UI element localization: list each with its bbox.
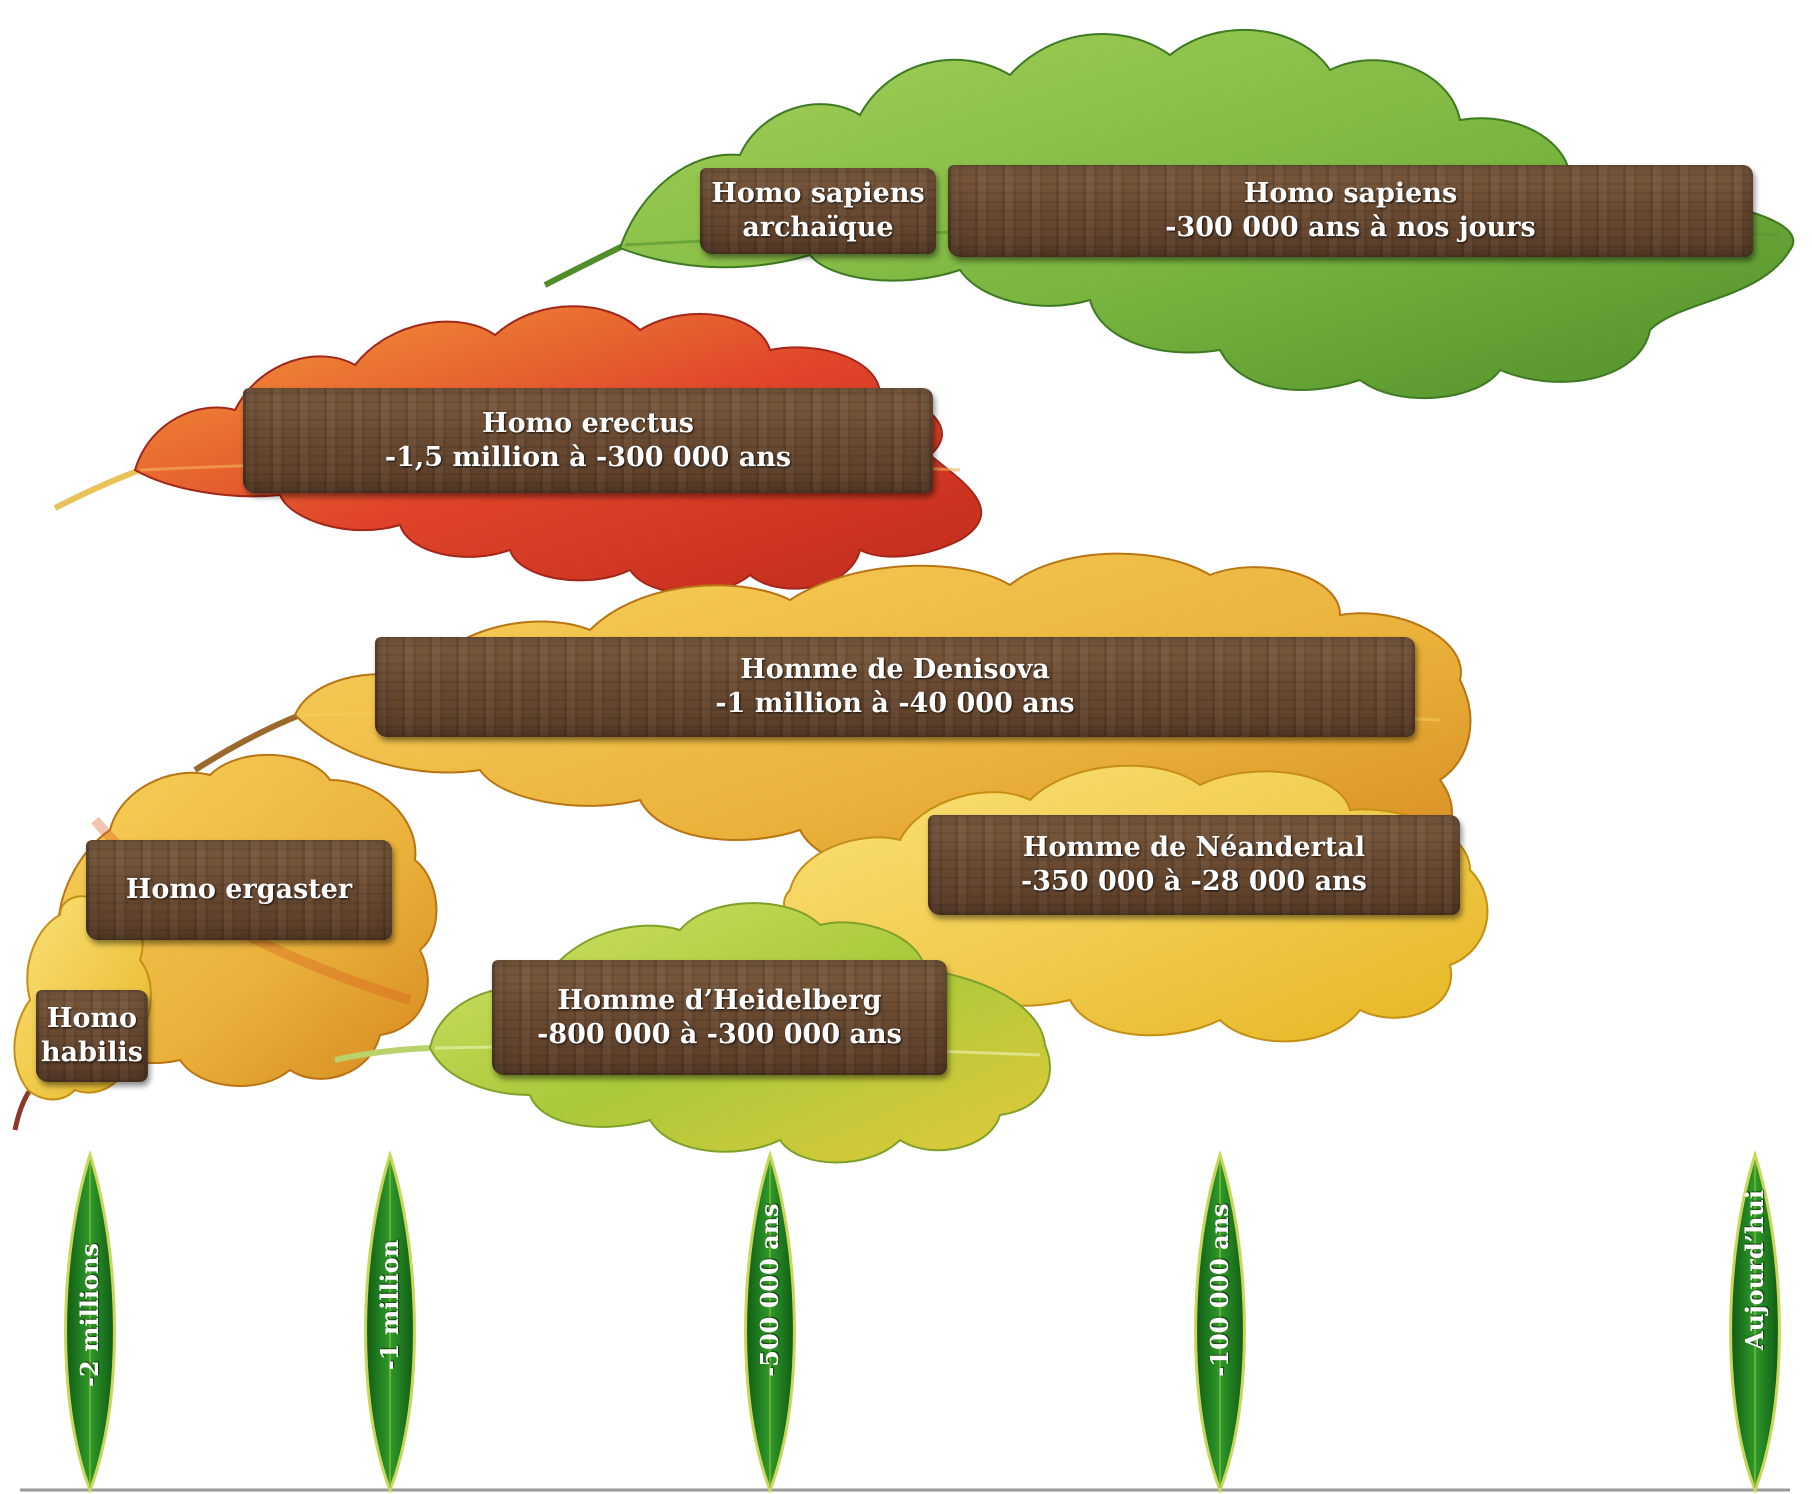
species-name: Homo erectus — [482, 407, 694, 441]
species-dates: -300 000 ans à nos jours — [1165, 211, 1535, 245]
tick-label-aujourdhui: Aujourd’hui — [1740, 1180, 1770, 1360]
plank-sapiens: Homo sapiens -300 000 ans à nos jours — [948, 165, 1753, 257]
species-dates: archaïque — [742, 211, 893, 245]
plank-neandertal: Homme de Néandertal -350 000 à -28 000 a… — [928, 815, 1460, 915]
species-name: Homme de Denisova — [740, 653, 1050, 687]
species-dates: -800 000 à -300 000 ans — [537, 1018, 902, 1052]
species-name: Homme de Néandertal — [1023, 831, 1365, 865]
species-dates: -1,5 million à -300 000 ans — [385, 441, 791, 475]
tick-label-500000: -500 000 ans — [755, 1200, 785, 1380]
species-name: Homo sapiens — [711, 177, 924, 211]
species-name: Homo — [47, 1002, 137, 1036]
species-name: Homme d’Heidelberg — [558, 984, 882, 1018]
species-dates: habilis — [41, 1036, 143, 1070]
plank-ergaster: Homo ergaster — [86, 840, 392, 940]
plank-denisova: Homme de Denisova -1 million à -40 000 a… — [375, 637, 1415, 737]
plank-heidelberg: Homme d’Heidelberg -800 000 à -300 000 a… — [492, 960, 947, 1075]
species-name: Homo ergaster — [126, 873, 352, 907]
species-dates: -1 million à -40 000 ans — [715, 687, 1074, 721]
tick-label-2-millions: -2 millions — [75, 1225, 105, 1405]
species-dates: -350 000 à -28 000 ans — [1021, 865, 1367, 899]
tick-label-1-million: -1 million — [375, 1215, 405, 1395]
plank-habilis: Homo habilis — [36, 990, 148, 1082]
tick-label-100000: -100 000 ans — [1205, 1200, 1235, 1380]
plank-sapiens-archaique: Homo sapiens archaïque — [700, 168, 936, 254]
species-name: Homo sapiens — [1244, 177, 1457, 211]
plank-erectus: Homo erectus -1,5 million à -300 000 ans — [243, 388, 933, 493]
